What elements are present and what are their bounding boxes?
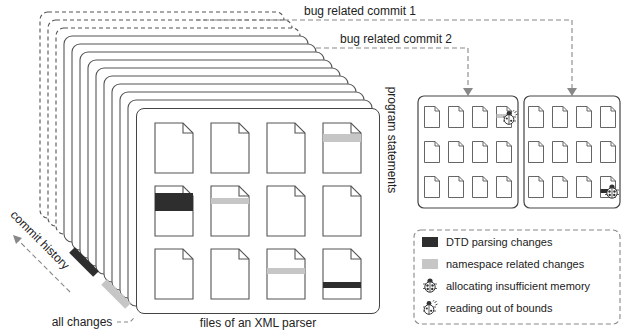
commit-label: bug related commit 2 bbox=[340, 32, 452, 46]
bug-icon bbox=[423, 300, 438, 314]
legend-text: allocating insufficient memory bbox=[446, 280, 590, 293]
change-bars bbox=[155, 134, 361, 288]
legend-row: allocating insufficient memory bbox=[422, 278, 590, 294]
history-bands bbox=[72, 250, 128, 306]
commit-stack bbox=[40, 12, 380, 314]
bug-icon bbox=[422, 300, 438, 316]
axis-label: program statements bbox=[385, 87, 399, 194]
legend-text: namespace related changes bbox=[446, 258, 584, 271]
legend-swatch bbox=[422, 259, 438, 269]
legend-swatch bbox=[422, 237, 438, 247]
bug-icon bbox=[423, 278, 437, 292]
bug-icon bbox=[422, 278, 438, 294]
commit-pointers bbox=[196, 20, 577, 96]
legend-row: reading out of bounds bbox=[422, 300, 552, 316]
leader-line bbox=[117, 317, 135, 322]
legend-row: namespace related changes bbox=[422, 256, 584, 272]
commit-panel bbox=[418, 96, 518, 208]
legend-frame bbox=[414, 230, 620, 324]
commit-panel bbox=[524, 96, 620, 208]
file-icons bbox=[155, 123, 361, 299]
file-panel: files of an XML parser bbox=[136, 108, 380, 314]
legend-row: DTD parsing changes bbox=[422, 234, 552, 250]
legend-text: reading out of bounds bbox=[446, 302, 552, 315]
commit-label: bug related commit 1 bbox=[304, 4, 416, 18]
legend-text: DTD parsing changes bbox=[446, 236, 552, 249]
panel-caption: files of an XML parser bbox=[200, 316, 316, 330]
pointer-label: all changes bbox=[52, 315, 113, 329]
